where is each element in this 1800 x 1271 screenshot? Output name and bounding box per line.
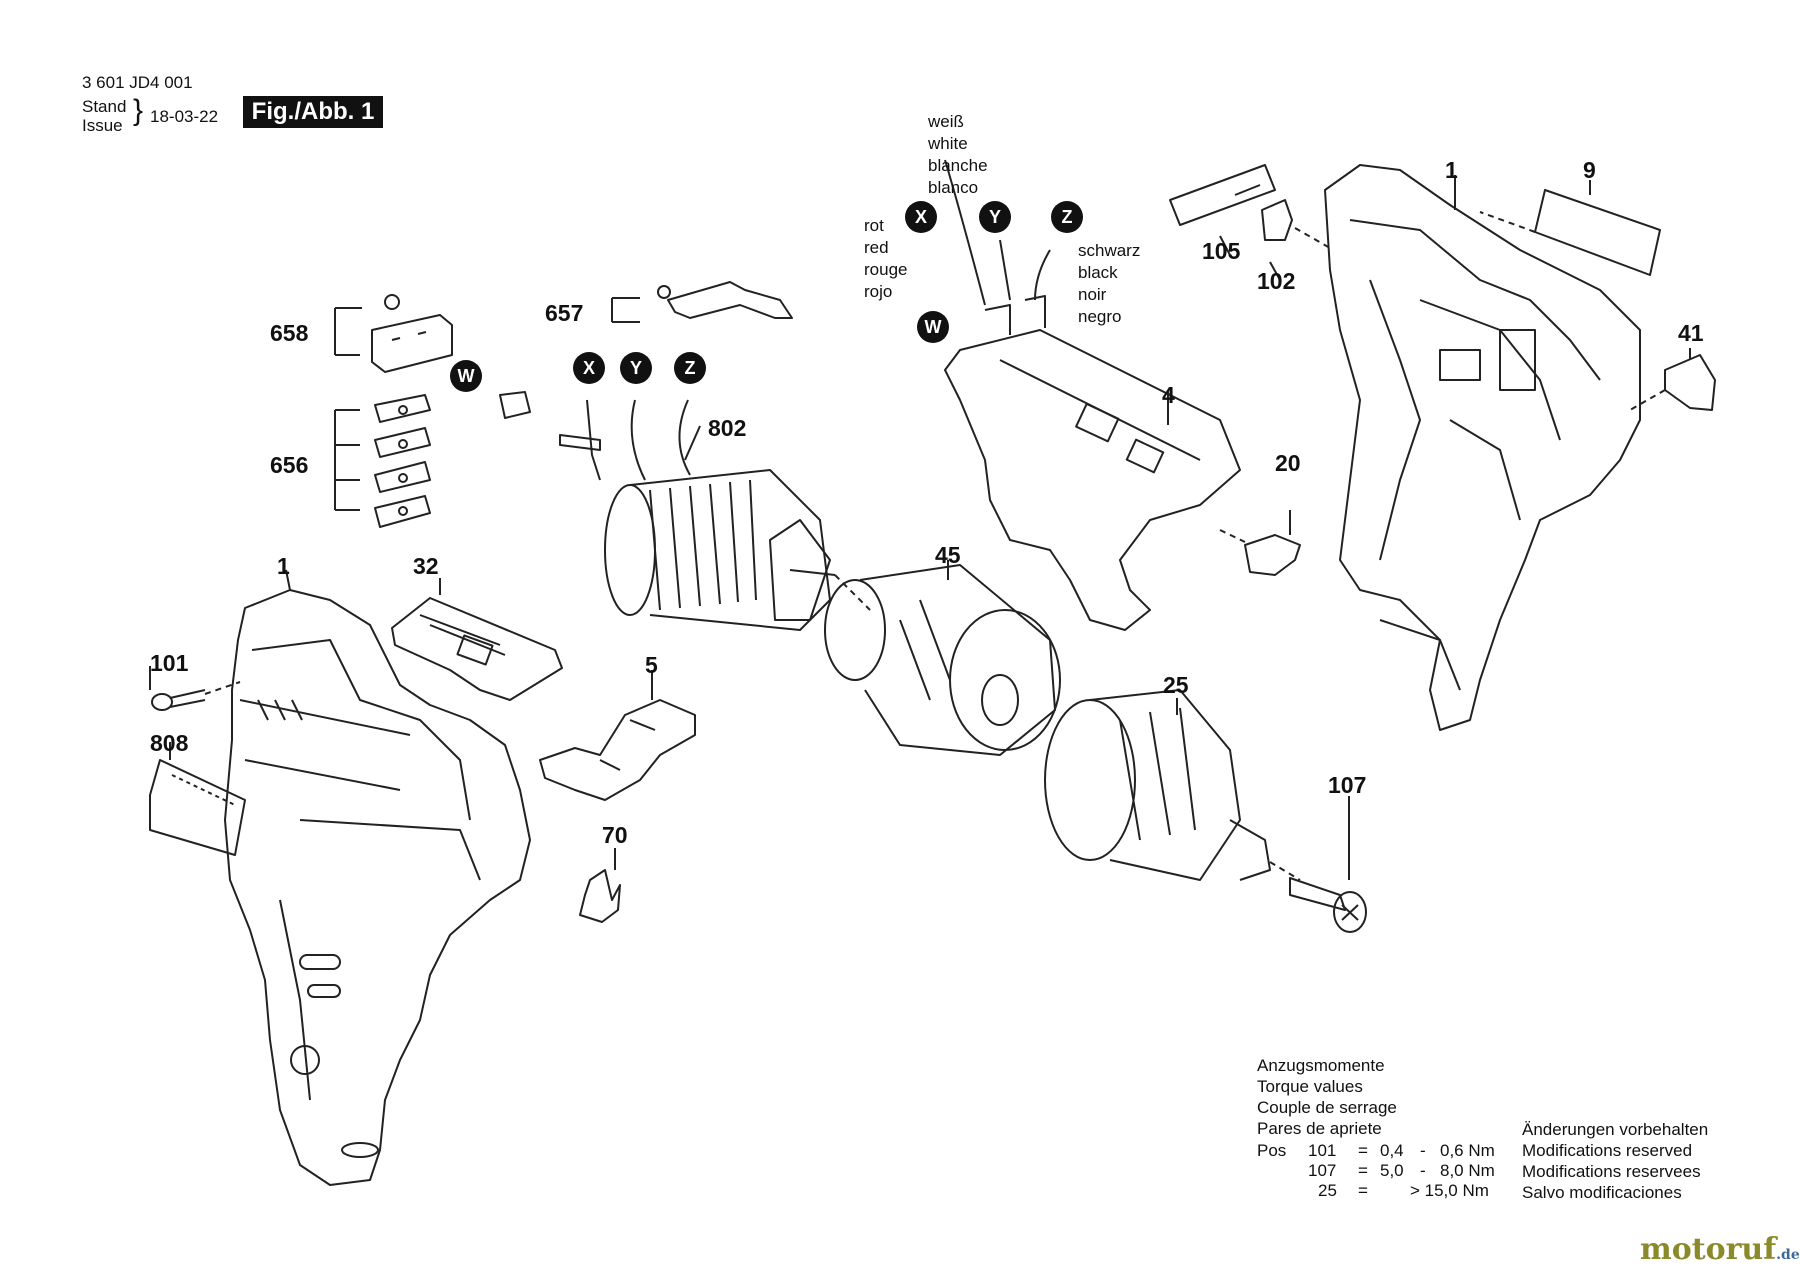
part-label-20: 20 <box>1275 450 1301 476</box>
torque-to: > 15,0 Nm <box>1410 1181 1489 1200</box>
gearbox-45 <box>824 564 1061 756</box>
part-label-1-right: 1 <box>1445 157 1458 183</box>
torque-pos-label: Pos <box>1257 1141 1287 1160</box>
torque-dash: - <box>1420 1161 1426 1180</box>
torque-eq: = <box>1358 1141 1368 1160</box>
electronics-module-4 <box>944 159 1241 631</box>
stand-label: Stand <box>82 97 127 116</box>
part-label-102: 102 <box>1257 268 1296 294</box>
part-label-32: 32 <box>413 553 439 579</box>
connector-z-top: Z <box>1051 201 1083 233</box>
torque-pos: 101 <box>1308 1141 1337 1160</box>
part-label-4: 4 <box>1162 382 1175 408</box>
part-label-808: 808 <box>150 730 189 756</box>
watermark-logo: motoruf.de <box>1640 1232 1800 1267</box>
torque-dash: - <box>1420 1141 1426 1160</box>
part-label-101: 101 <box>150 650 189 676</box>
connector-x-top: X <box>905 201 937 233</box>
header-brace: } <box>133 94 144 127</box>
part-label-107: 107 <box>1328 772 1367 798</box>
torque-eq: = <box>1358 1181 1368 1200</box>
part-label-9: 9 <box>1583 157 1596 183</box>
housing-left-half <box>224 589 531 1186</box>
connector-x-motor: X <box>573 352 605 384</box>
part-label-105: 105 <box>1202 238 1241 264</box>
screw-101 <box>151 681 241 711</box>
torque-to: 8,0 Nm <box>1440 1161 1495 1180</box>
issue-date: 18-03-22 <box>150 107 219 126</box>
part-label-70: 70 <box>602 822 628 848</box>
motor-802-body <box>604 469 871 631</box>
label-9-sticker <box>1534 189 1661 276</box>
label-41-sticker <box>1664 354 1716 411</box>
issue-label: Issue <box>82 116 123 135</box>
part-5-switch <box>539 699 696 801</box>
part-label-656: 656 <box>270 452 309 478</box>
part-102-cap <box>1261 199 1293 241</box>
connector-z-motor: Z <box>674 352 706 384</box>
part-label-41: 41 <box>1678 320 1704 346</box>
torque-to: 0,6 Nm <box>1440 1141 1495 1160</box>
part-657-bracket <box>611 281 793 323</box>
figure-label: Fig./Abb. 1 <box>243 96 383 128</box>
torque-pos: 107 <box>1308 1161 1337 1180</box>
part-label-1-left: 1 <box>277 553 290 579</box>
torque-pos: 25 <box>1318 1181 1337 1200</box>
part-label-658: 658 <box>270 320 309 346</box>
part-label-5: 5 <box>645 652 658 678</box>
part-658-brackets <box>334 294 453 373</box>
torque-from: 0,4 <box>1380 1141 1404 1160</box>
motor-wiring <box>499 391 691 481</box>
part-label-657: 657 <box>545 300 584 326</box>
screw-107 <box>1289 877 1367 933</box>
part-label-802: 802 <box>708 415 747 441</box>
part-number: 3 601 JD4 001 <box>82 73 193 92</box>
part-32-contacts <box>391 597 563 701</box>
housing-right-half <box>1324 164 1641 731</box>
part-label-25: 25 <box>1163 672 1189 698</box>
connector-y-motor: Y <box>620 352 652 384</box>
part-label-45: 45 <box>935 542 961 568</box>
torque-from: 5,0 <box>1380 1161 1404 1180</box>
chuck-25 <box>1044 689 1301 881</box>
connector-w-top: W <box>917 311 949 343</box>
part-105-plate <box>1169 164 1276 226</box>
connector-y-top: Y <box>979 201 1011 233</box>
part-20 <box>1244 534 1301 576</box>
connector-w-motor: W <box>450 360 482 392</box>
torque-eq: = <box>1358 1161 1368 1180</box>
part-656-brackets <box>334 394 431 528</box>
part-70-clip <box>579 869 621 923</box>
label-808-sticker <box>149 759 246 856</box>
